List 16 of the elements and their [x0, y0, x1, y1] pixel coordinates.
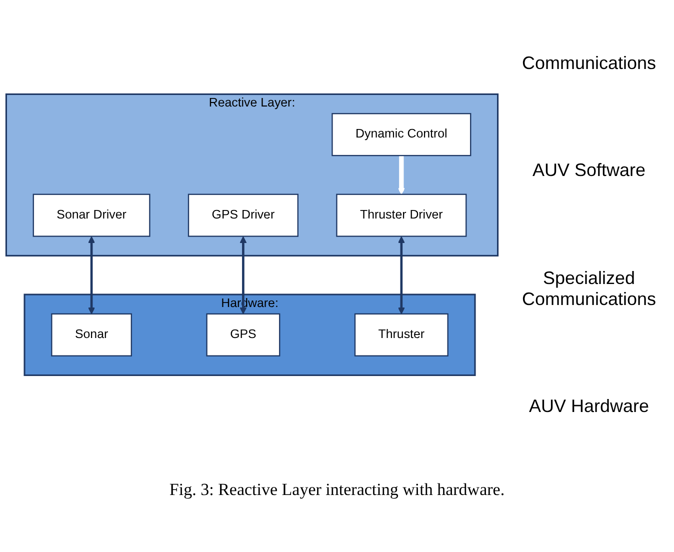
node-box: Thruster Driver	[336, 194, 467, 238]
side-label: AUV Hardware	[528, 396, 650, 417]
arrow	[88, 236, 95, 314]
side-label: Specialized Communications	[520, 268, 658, 310]
node-box: Sonar	[51, 314, 132, 357]
side-label: AUV Software	[531, 160, 647, 182]
node-box: Sonar Driver	[32, 194, 150, 238]
node-box: GPS	[206, 314, 280, 357]
node-box: Thruster	[354, 314, 448, 357]
caption: Fig. 3: Reactive Layer interacting with hardware.	[169, 480, 505, 499]
arrow	[398, 236, 405, 314]
node-box: GPS Driver	[188, 194, 298, 238]
arrow	[398, 156, 405, 195]
side-label: Communications	[520, 53, 658, 74]
node-box: Dynamic Control	[332, 113, 472, 156]
arrow	[240, 236, 247, 314]
